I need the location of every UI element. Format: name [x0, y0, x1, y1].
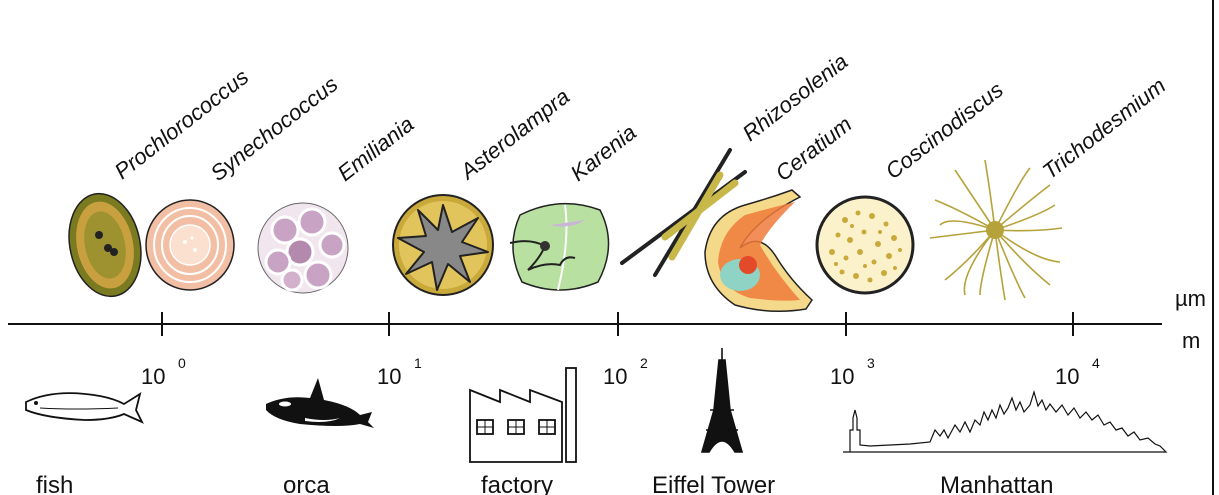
- asterolampra-cell-icon: [392, 194, 494, 296]
- unit-label-meter: m: [1182, 328, 1200, 353]
- unit-label-micrometer: µm: [1175, 286, 1206, 311]
- tick-label-exponent: 2: [640, 355, 648, 371]
- tick-label-exponent: 3: [867, 355, 875, 371]
- organism-label-karenia: Karenia: [566, 120, 641, 186]
- synechococcus-cell-icon: [145, 199, 235, 291]
- prochlorococcus-cell-icon: [68, 192, 142, 298]
- coscinodiscus-cell-icon: [815, 195, 915, 295]
- fish-icon: [25, 392, 144, 424]
- manhattan-skyline-icon: [843, 389, 1168, 453]
- scale-tick-labels: 10 0 10 1 10 2 10 3 10 4: [141, 355, 1100, 389]
- orca-icon: [266, 378, 374, 428]
- organism-labels: Prochlorococcus Synechococcus Emiliania …: [110, 49, 1171, 186]
- object-labels: fish orca factory Eiffel Tower Manhattan: [36, 472, 1053, 495]
- object-label-factory: factory: [481, 472, 553, 495]
- organism-label-ceratium: Ceratium: [771, 111, 857, 186]
- tick-label-base: 10: [141, 364, 165, 389]
- tick-label-base: 10: [1055, 364, 1079, 389]
- object-label-eiffel-tower: Eiffel Tower: [652, 472, 775, 495]
- organism-label-trichodesmium: Trichodesmium: [1038, 73, 1171, 184]
- eiffel-tower-icon: [700, 348, 744, 453]
- trichodesmium-colony-icon: [929, 159, 1063, 301]
- tick-label-exponent: 4: [1092, 355, 1100, 371]
- object-label-manhattan: Manhattan: [940, 472, 1053, 495]
- organism-label-asterolampra: Asterolampra: [454, 84, 574, 185]
- tick-label-exponent: 0: [178, 355, 186, 371]
- rhizosolenia-cell-icon: [620, 148, 747, 277]
- organism-label-emiliania: Emiliania: [333, 111, 419, 186]
- scale-ticks: [161, 312, 1074, 336]
- object-label-fish: fish: [36, 472, 73, 495]
- tick-label-base: 10: [830, 364, 854, 389]
- tick-label-base: 10: [377, 364, 401, 389]
- organism-label-coscinodiscus: Coscinodiscus: [881, 77, 1008, 184]
- object-label-orca: orca: [283, 472, 330, 495]
- karenia-cell-icon: [509, 202, 610, 291]
- tick-label-exponent: 1: [414, 355, 422, 371]
- factory-icon: [469, 367, 577, 463]
- tick-label-base: 10: [603, 364, 627, 389]
- emiliania-cell-icon: [257, 202, 349, 294]
- ceratium-cell-icon: [704, 189, 813, 312]
